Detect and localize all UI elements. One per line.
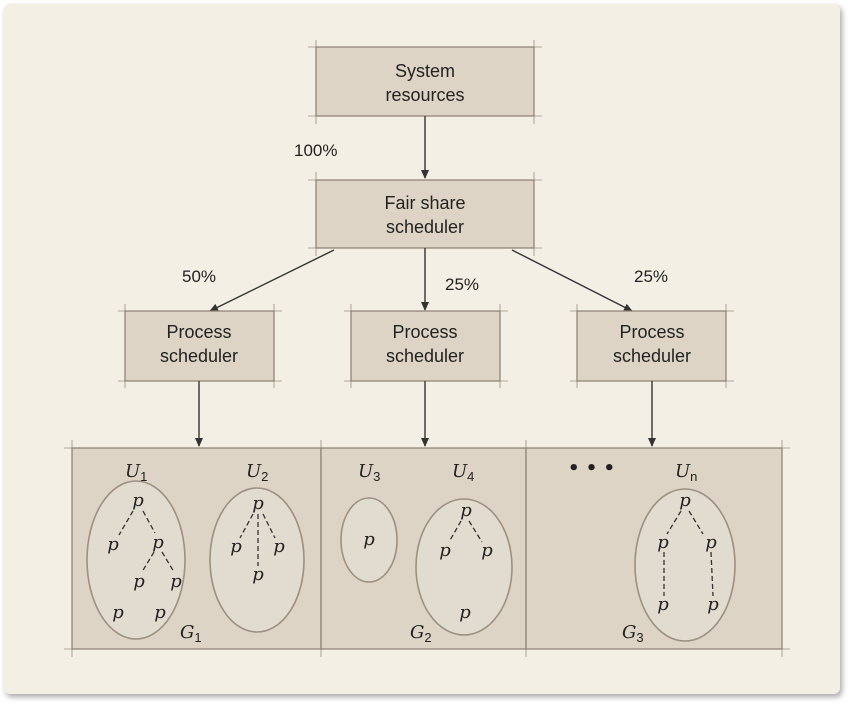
system-resources-label-line1: System	[395, 61, 455, 81]
process-scheduler-box-1: Process scheduler	[118, 304, 282, 388]
process-node: p	[705, 532, 717, 553]
process-node: p	[252, 564, 264, 585]
user-label-u3: U3	[358, 461, 380, 484]
process-node: p	[112, 602, 124, 623]
process-node: p	[252, 493, 264, 514]
process-scheduler-box-3: Process scheduler	[570, 304, 734, 388]
process-node: p	[133, 571, 145, 592]
user-label-un: Un	[675, 461, 697, 484]
user-label-u1: U1	[125, 461, 147, 484]
fair-share-label-line1: Fair share	[384, 193, 465, 213]
system-resources-box: System resources	[308, 40, 542, 124]
process-node: p	[679, 490, 691, 511]
scheduler-1-label-line2: scheduler	[160, 346, 238, 366]
process-labels-u4: p p p p	[439, 500, 493, 623]
process-node: p	[657, 594, 669, 615]
process-node: p	[154, 602, 166, 623]
percent-100: 100%	[294, 141, 337, 160]
fair-share-scheduler-box: Fair share scheduler	[308, 172, 542, 256]
process-node: p	[459, 602, 471, 623]
user-n-process-group	[634, 488, 736, 642]
process-node: p	[273, 536, 285, 557]
process-labels-u3: p	[363, 529, 375, 550]
fair-share-label-line2: scheduler	[386, 217, 464, 237]
user-4-process-group	[415, 498, 513, 636]
percent-25-middle: 25%	[445, 275, 479, 294]
user-3-process-group	[340, 497, 398, 583]
scheduler-3-label-line2: scheduler	[613, 346, 691, 366]
user-1-process-group	[86, 480, 186, 640]
process-node: p	[132, 490, 144, 511]
process-node: p	[230, 536, 242, 557]
user-label-u4: U4	[452, 461, 474, 484]
process-labels-u1: p p p p p p p	[107, 490, 182, 623]
arrow-to-scheduler-3	[511, 249, 633, 312]
arrow-to-scheduler-1	[209, 249, 335, 312]
system-resources-label-line2: resources	[385, 85, 464, 105]
process-node: p	[152, 532, 164, 553]
process-node: p	[170, 571, 182, 592]
group-label-g1: G1	[180, 622, 202, 645]
process-node: p	[707, 594, 719, 615]
percent-50: 50%	[182, 267, 216, 286]
group-label-g3: G3	[622, 622, 644, 645]
process-node: p	[439, 540, 451, 561]
scheduler-1-label-line1: Process	[166, 322, 231, 342]
process-labels-u2: p p p p	[230, 493, 285, 585]
scheduler-2-label-line2: scheduler	[386, 346, 464, 366]
process-node: p	[363, 529, 375, 550]
group-label-g2: G2	[410, 622, 432, 645]
scheduler-2-label-line1: Process	[392, 322, 457, 342]
process-labels-un: p p p p p	[657, 490, 719, 615]
scheduler-3-label-line1: Process	[619, 322, 684, 342]
user-label-u2: U2	[246, 461, 268, 484]
process-node: p	[481, 540, 493, 561]
process-node: p	[107, 534, 119, 555]
ellipsis-more-users: • • •	[568, 458, 615, 479]
user-2-process-group	[209, 487, 305, 633]
process-scheduler-box-2: Process scheduler	[344, 304, 508, 388]
process-node: p	[657, 532, 669, 553]
process-node: p	[460, 500, 472, 521]
percent-25-right: 25%	[634, 267, 668, 286]
